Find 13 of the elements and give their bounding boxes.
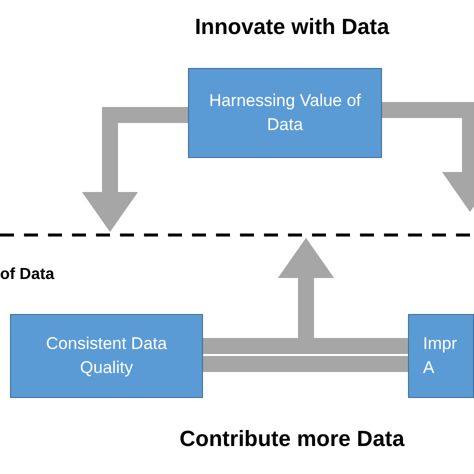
block-arrow (382, 102, 474, 212)
section-heading: Contribute more Data (180, 426, 404, 452)
box-label: Impr A (423, 333, 458, 379)
connector-band (203, 356, 408, 372)
diagram-title: Innovate with Data (194, 14, 390, 40)
block-arrow (278, 238, 408, 354)
process-box (188, 68, 382, 158)
box-label: Harnessing Value of Data (208, 90, 362, 136)
process-box (10, 314, 203, 398)
section-heading: of Data (0, 266, 54, 284)
box-label: Consistent Data Quality (45, 333, 168, 379)
process-box (408, 314, 474, 398)
block-arrow (82, 107, 188, 232)
